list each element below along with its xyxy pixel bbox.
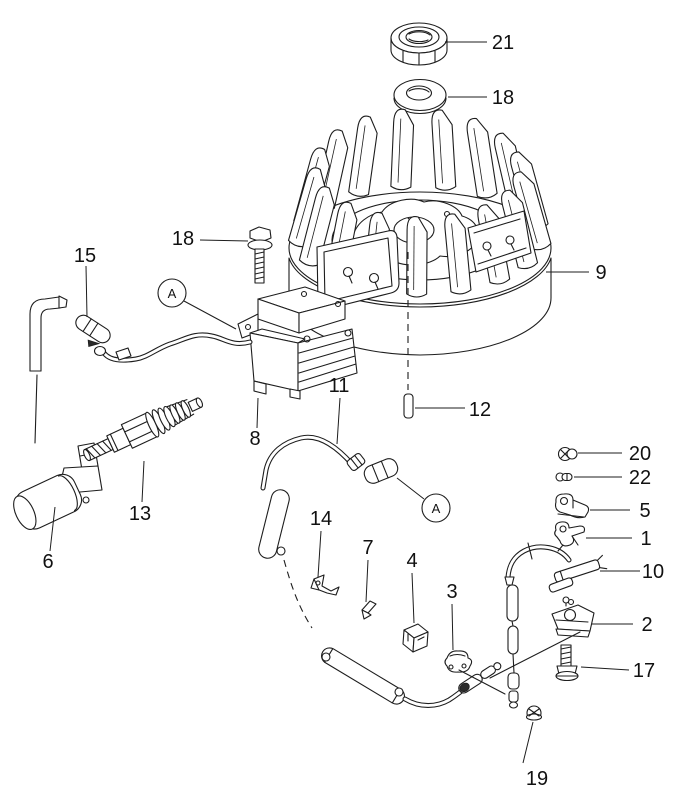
callout-label-hex-nut: 21 <box>492 32 514 54</box>
detail-marker-letter: A <box>168 286 177 301</box>
part-19-nut <box>525 705 543 721</box>
detail-marker-circle <box>157 278 187 308</box>
part-18-flat-washer <box>393 78 447 115</box>
detail-marker-letter: A <box>432 501 441 516</box>
leader-lines-layer <box>49 41 640 764</box>
flywheel-fin <box>431 109 457 191</box>
callout-label-clip-7: 7 <box>362 537 373 559</box>
plug-cap-sleeve <box>29 295 68 444</box>
callout-label-plug-cap: 6 <box>42 551 53 573</box>
callout-label-flange-bolt: 18 <box>172 228 194 250</box>
flywheel-fin <box>298 186 335 267</box>
leader-line-nut-19 <box>522 721 534 764</box>
part-17-bolt <box>555 644 579 682</box>
part-3-cable-clamp <box>444 650 506 695</box>
callout-label-clamp-2: 2 <box>641 614 652 636</box>
leader-line-spark-plug <box>141 460 145 503</box>
callout-label-bolt-17: 17 <box>633 660 655 682</box>
part-12-woodruff-key <box>403 393 414 419</box>
callout-label-clamp-5: 5 <box>639 500 650 522</box>
callout-label-wire-connector: 15 <box>74 245 96 267</box>
leader-line-wire-connector <box>85 265 88 318</box>
leader-line-clip-7 <box>365 559 369 603</box>
leader-line-ignition-coil <box>256 397 259 429</box>
wire-collar <box>346 453 366 471</box>
flywheel-fin <box>287 167 326 248</box>
part-2-clamp <box>489 596 595 679</box>
flywheel-fin <box>444 213 472 295</box>
callout-label-pin-22: 22 <box>629 467 651 489</box>
part-22-pin <box>555 472 573 482</box>
part-13-spark-plug <box>83 397 204 462</box>
flywheel-magnet-panel-left <box>316 230 400 310</box>
callout-label-flywheel: 9 <box>595 262 606 284</box>
detail-marker-leader <box>183 300 237 330</box>
flywheel-fin <box>348 115 378 197</box>
part-6-plug-cap <box>13 442 103 530</box>
part-14-clip <box>310 574 340 596</box>
part-8-ignition-coil <box>237 286 358 400</box>
spade-terminal <box>115 347 132 361</box>
callout-label-clip-14: 14 <box>310 508 332 530</box>
leader-line-switch-box <box>411 572 415 624</box>
part-18-flange-bolt <box>247 226 273 284</box>
part-1-bracket <box>554 521 586 552</box>
part-15-connector <box>75 314 111 348</box>
leader-line-stop-wire <box>336 397 341 445</box>
callout-label-woodruff-key: 12 <box>469 399 491 421</box>
leader-line-cable-clamp-3 <box>451 603 454 651</box>
leader-line-clip-14 <box>317 530 322 578</box>
detail-marker-leader <box>396 477 425 500</box>
flywheel-fin <box>512 171 552 251</box>
cable-sheath-lower <box>321 647 405 705</box>
part-21-hex-nut <box>390 22 448 66</box>
callout-label-nut-20: 20 <box>629 443 651 465</box>
part-10-rod <box>548 554 608 593</box>
callout-label-bracket-1: 1 <box>640 528 651 550</box>
callout-label-spark-plug: 13 <box>129 503 151 525</box>
detail-markers-layer: AA <box>157 278 451 523</box>
flywheel-fin <box>466 117 498 199</box>
part-20-nut <box>557 446 578 462</box>
part-7-clip <box>361 600 377 620</box>
part-9-flywheel <box>287 108 552 390</box>
leader-line-plug-cap <box>49 506 56 552</box>
part-11-stop-wire <box>258 434 502 708</box>
part-4-switch-box <box>402 623 429 653</box>
wire-plug-terminal <box>363 458 399 484</box>
leader-line-bolt-17 <box>580 666 630 671</box>
callout-label-rod-10: 10 <box>642 561 664 583</box>
callout-label-stop-wire: 11 <box>329 375 350 397</box>
part-15-wire <box>75 314 253 363</box>
callout-label-switch-box: 4 <box>406 550 417 572</box>
detail-marker-circle <box>421 493 451 523</box>
flywheel-magnet-panel-right <box>467 210 532 273</box>
callout-label-nut-19: 19 <box>526 768 548 790</box>
callout-label-flat-washer: 18 <box>492 87 514 109</box>
part-5-clamp <box>554 493 590 519</box>
flywheel-fin <box>390 108 415 191</box>
leader-line-flange-bolt <box>199 239 249 242</box>
flywheel-fin <box>406 215 428 298</box>
callout-label-cable-clamp-3: 3 <box>446 581 457 603</box>
callout-label-ignition-coil: 8 <box>249 428 260 450</box>
wire-sheath-upper <box>258 489 290 559</box>
